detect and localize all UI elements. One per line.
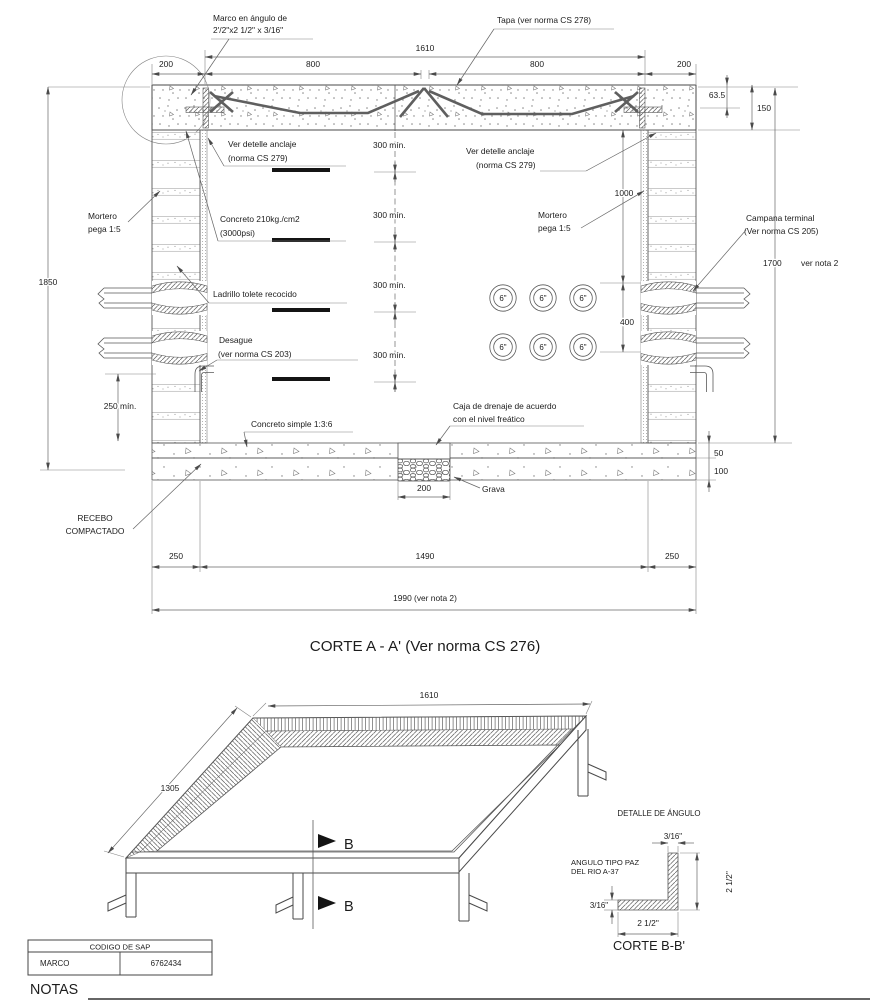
label-marco-1: Marco en ángulo de bbox=[213, 13, 287, 23]
pipe-diameter-label: 6" bbox=[499, 343, 506, 352]
right-pipe-top bbox=[640, 281, 751, 315]
dim-150: 150 bbox=[757, 103, 771, 113]
dim-1490: 1490 bbox=[416, 551, 435, 561]
label-tapa: Tapa (ver norma CS 278) bbox=[497, 15, 591, 25]
sap-table-header: CODIGO DE SAP bbox=[90, 943, 151, 952]
pipe-diameter-label: 6" bbox=[579, 294, 586, 303]
dim-50: 50 bbox=[714, 448, 724, 458]
section-title: CORTE A - A' (Ver norma CS 276) bbox=[310, 638, 541, 655]
dim-1610: 1610 bbox=[416, 43, 435, 53]
pipe-diameter-label: 6" bbox=[539, 343, 546, 352]
dim-63-5: 63.5 bbox=[709, 90, 726, 100]
label-angle-material-2: DEL RIO A-37 bbox=[571, 867, 619, 876]
frame-legs bbox=[107, 729, 607, 922]
label-concreto-simple: Concreto simple 1:3:6 bbox=[251, 419, 333, 429]
dim-300-min-4: 300 mín. bbox=[373, 350, 406, 360]
dim-200-right: 200 bbox=[677, 59, 691, 69]
dimension-chain-300: 300 mín. 300 mín. 300 mín. 300 mín. bbox=[372, 132, 416, 392]
dim-200-left: 200 bbox=[159, 59, 173, 69]
frame-angles bbox=[121, 55, 663, 145]
label-anclaje-right-2: (norma CS 279) bbox=[476, 160, 536, 170]
dim-angle-thickness-top: 3/16" bbox=[664, 832, 682, 841]
label-recebo-1: RECEBO bbox=[77, 513, 113, 523]
annotations: Marco en ángulo de 2'/2"x2 1/2" x 3/16" … bbox=[66, 13, 819, 536]
left-pipe-bottom bbox=[97, 331, 208, 365]
label-marco-2: 2'/2"x2 1/2" x 3/16" bbox=[213, 25, 283, 35]
dimensions-right: 63.5 150 1700 ver nota 2 50 100 bbox=[696, 75, 840, 492]
dim-400: 400 bbox=[620, 317, 634, 327]
label-concreto-2: (3000psi) bbox=[220, 228, 255, 238]
sap-code-table: CODIGO DE SAP MARCO 6762434 bbox=[27, 939, 213, 976]
section-a-drawing: 6" 6" 6" 6" 6" 6" 1610 200 800 800 200 6… bbox=[37, 13, 840, 655]
label-desague-2: (ver norma CS 203) bbox=[218, 349, 292, 359]
dim-800-right: 800 bbox=[530, 59, 544, 69]
angle-detail-caption: CORTE B-B' bbox=[613, 938, 685, 953]
pipe-diameter-label: 6" bbox=[499, 294, 506, 303]
dim-100: 100 bbox=[714, 466, 728, 476]
label-campana-1: Campana terminal bbox=[746, 213, 815, 223]
dim-1000: 1000 bbox=[615, 188, 634, 198]
dim-250-right: 250 bbox=[665, 551, 679, 561]
iso-dimensions: 1610 1305 bbox=[103, 689, 593, 858]
dim-angle-leg-right: 2 1/2" bbox=[724, 871, 734, 893]
sap-table-item: MARCO bbox=[40, 959, 69, 968]
dim-1700: 1700 bbox=[763, 258, 782, 268]
section-marker-b-top: B bbox=[344, 837, 354, 853]
gravel-drain-box bbox=[397, 442, 451, 482]
cover-plates bbox=[213, 85, 635, 131]
label-campana-2: (Ver norma CS 205) bbox=[744, 226, 819, 236]
label-desague-1: Desague bbox=[219, 335, 253, 345]
dim-iso-1305: 1305 bbox=[161, 783, 180, 793]
label-mortero-right-2: pega 1:5 bbox=[538, 223, 571, 233]
label-mortero-left-2: pega 1:5 bbox=[88, 224, 121, 234]
pipe-openings: 6" 6" 6" 6" 6" 6" bbox=[489, 284, 597, 361]
label-caja-2: con el nivel freático bbox=[453, 414, 525, 424]
label-recebo-2: COMPACTADO bbox=[66, 526, 125, 536]
pipe-diameter-label: 6" bbox=[539, 294, 546, 303]
dim-1990: 1990 (ver nota 2) bbox=[393, 593, 457, 603]
pipe-diameter-label: 6" bbox=[579, 343, 586, 352]
label-ladrillo: Ladrillo tolete recocido bbox=[213, 289, 297, 299]
dimensions-bottom: 250 1490 250 1990 (ver nota 2) 200 bbox=[151, 481, 697, 614]
dim-1700-note: ver nota 2 bbox=[801, 258, 839, 268]
angle-detail: DETALLE DE ÁNGULO 3/16" ANGULO TIPO PAZ … bbox=[571, 809, 735, 953]
dim-250-left: 250 bbox=[169, 551, 183, 561]
label-grava: Grava bbox=[482, 484, 505, 494]
label-caja-1: Caja de drenaje de acuerdo bbox=[453, 401, 557, 411]
ladder-rungs bbox=[272, 168, 330, 381]
angle-detail-title: DETALLE DE ÁNGULO bbox=[617, 809, 700, 818]
dim-iso-1610: 1610 bbox=[420, 690, 439, 700]
dim-angle-thickness-left: 3/16" bbox=[590, 901, 608, 910]
sap-table-code: 6762434 bbox=[151, 959, 182, 968]
dim-angle-leg-bottom: 2 1/2" bbox=[637, 918, 659, 928]
left-pipe-top bbox=[97, 281, 208, 315]
right-pipe-bottom bbox=[640, 331, 751, 365]
label-anclaje-left-2: (norma CS 279) bbox=[228, 153, 288, 163]
dim-200-gravel: 200 bbox=[417, 483, 431, 493]
notes-section: NOTAS bbox=[30, 982, 870, 1000]
dim-250-min: 250 mín. bbox=[104, 401, 137, 411]
dim-1850: 1850 bbox=[39, 277, 58, 287]
label-mortero-left-1: Mortero bbox=[88, 211, 117, 221]
isometric-frame: B B 1610 1305 bbox=[103, 689, 607, 929]
label-anclaje-left-1: Ver detelle anclaje bbox=[228, 139, 297, 149]
dim-800-left: 800 bbox=[306, 59, 320, 69]
section-cut-bb: B B bbox=[312, 820, 354, 929]
label-mortero-right-1: Mortero bbox=[538, 210, 567, 220]
label-anclaje-right-1: Ver detelle anclaje bbox=[466, 146, 535, 156]
dim-300-min-2: 300 mín. bbox=[373, 210, 406, 220]
dimensions-left: 1850 250 mín. bbox=[37, 86, 156, 471]
label-concreto-1: Concreto 210kg./cm2 bbox=[220, 214, 300, 224]
notes-heading: NOTAS bbox=[30, 982, 78, 998]
dimensions-top: 1610 200 800 800 200 bbox=[151, 42, 697, 84]
section-marker-b-bottom: B bbox=[344, 899, 354, 915]
top-slab bbox=[151, 84, 697, 131]
dimensions-interior-right: 1000 400 bbox=[600, 129, 641, 353]
dim-300-min-1: 300 mín. bbox=[373, 140, 406, 150]
label-angle-material-1: ANGULO TIPO PAZ bbox=[571, 858, 639, 867]
dim-300-min-3: 300 mín. bbox=[373, 280, 406, 290]
